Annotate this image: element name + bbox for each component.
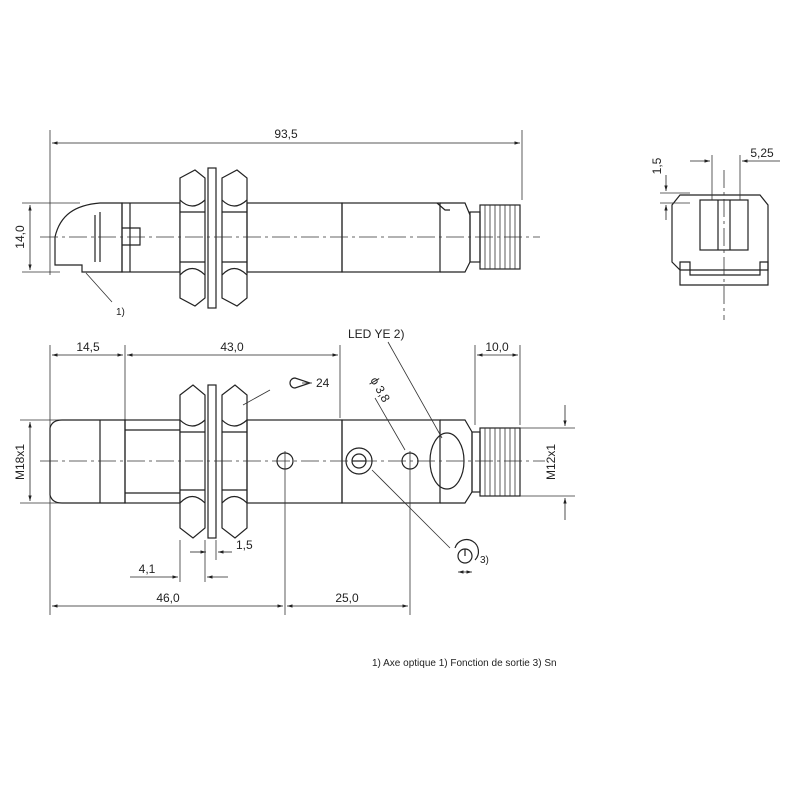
body-taper <box>440 202 471 273</box>
label-14-5: 14,5 <box>76 340 100 354</box>
body-rear <box>341 202 441 273</box>
label-43: 43,0 <box>220 340 244 354</box>
label-nut-4-1: 4,1 <box>139 562 156 576</box>
top-view: 93,5 14,0 1) <box>13 127 540 318</box>
nut-2-facets <box>221 199 248 276</box>
nut-2 <box>221 169 248 307</box>
sn-potentiometer <box>345 447 373 475</box>
callout-sn: 3) <box>480 555 489 566</box>
leader-optical-axis <box>85 272 113 303</box>
body-mid <box>246 202 343 273</box>
leader-led <box>387 341 443 439</box>
body-notch <box>436 202 450 211</box>
key-notch <box>122 227 141 246</box>
front-conn-collar <box>471 431 481 493</box>
label-25: 25,0 <box>335 591 359 605</box>
wrench-icon <box>289 377 312 389</box>
sensor-head-front <box>49 419 126 504</box>
front-nut-1 <box>179 384 206 539</box>
front-body-taper <box>440 419 473 504</box>
callout-optical-axis: 1) <box>116 307 125 318</box>
side-base <box>679 261 769 286</box>
label-46: 46,0 <box>156 591 180 605</box>
front-conn-knurl <box>484 428 516 496</box>
label-nut-1-5: 1,5 <box>236 538 253 552</box>
front-thread-left <box>124 419 181 504</box>
nut-1 <box>179 169 206 307</box>
label-m12: M12x1 <box>544 444 558 480</box>
label-overall-length: 93,5 <box>274 127 298 141</box>
front-washer <box>207 384 217 539</box>
label-wrench-24: 24 <box>316 376 330 390</box>
label-side-5-25: 5,25 <box>750 146 774 160</box>
sensor-head-top <box>54 202 123 273</box>
front-nut-1-facets <box>179 419 206 504</box>
callout-led: LED YE 2) <box>348 327 404 341</box>
washer <box>207 167 217 309</box>
thread-body-left <box>121 202 181 273</box>
footnote: 1) Axe optique 1) Fonction de sortie 3) … <box>372 658 557 669</box>
label-m18: M18x1 <box>13 444 27 480</box>
sn-adjust-icon <box>454 539 479 561</box>
front-body-rear <box>341 419 441 504</box>
front-nut-2-facets <box>221 419 248 504</box>
side-view: 5,25 1,5 <box>650 146 780 320</box>
label-10: 10,0 <box>485 340 509 354</box>
label-height-14: 14,0 <box>13 225 27 249</box>
leader-sn <box>371 469 451 549</box>
leader-phi <box>374 397 406 451</box>
leader-wrench <box>242 389 271 406</box>
side-profile <box>671 194 769 271</box>
front-view: 14,5 43,0 10,0 M18x1 <box>13 327 575 615</box>
front-body-mid <box>246 419 343 504</box>
label-hole-phi: ϕ 3,8 <box>367 375 393 405</box>
front-nut-2 <box>221 384 248 539</box>
nut-1-facets <box>179 199 206 276</box>
label-side-1-5: 1,5 <box>650 157 664 174</box>
